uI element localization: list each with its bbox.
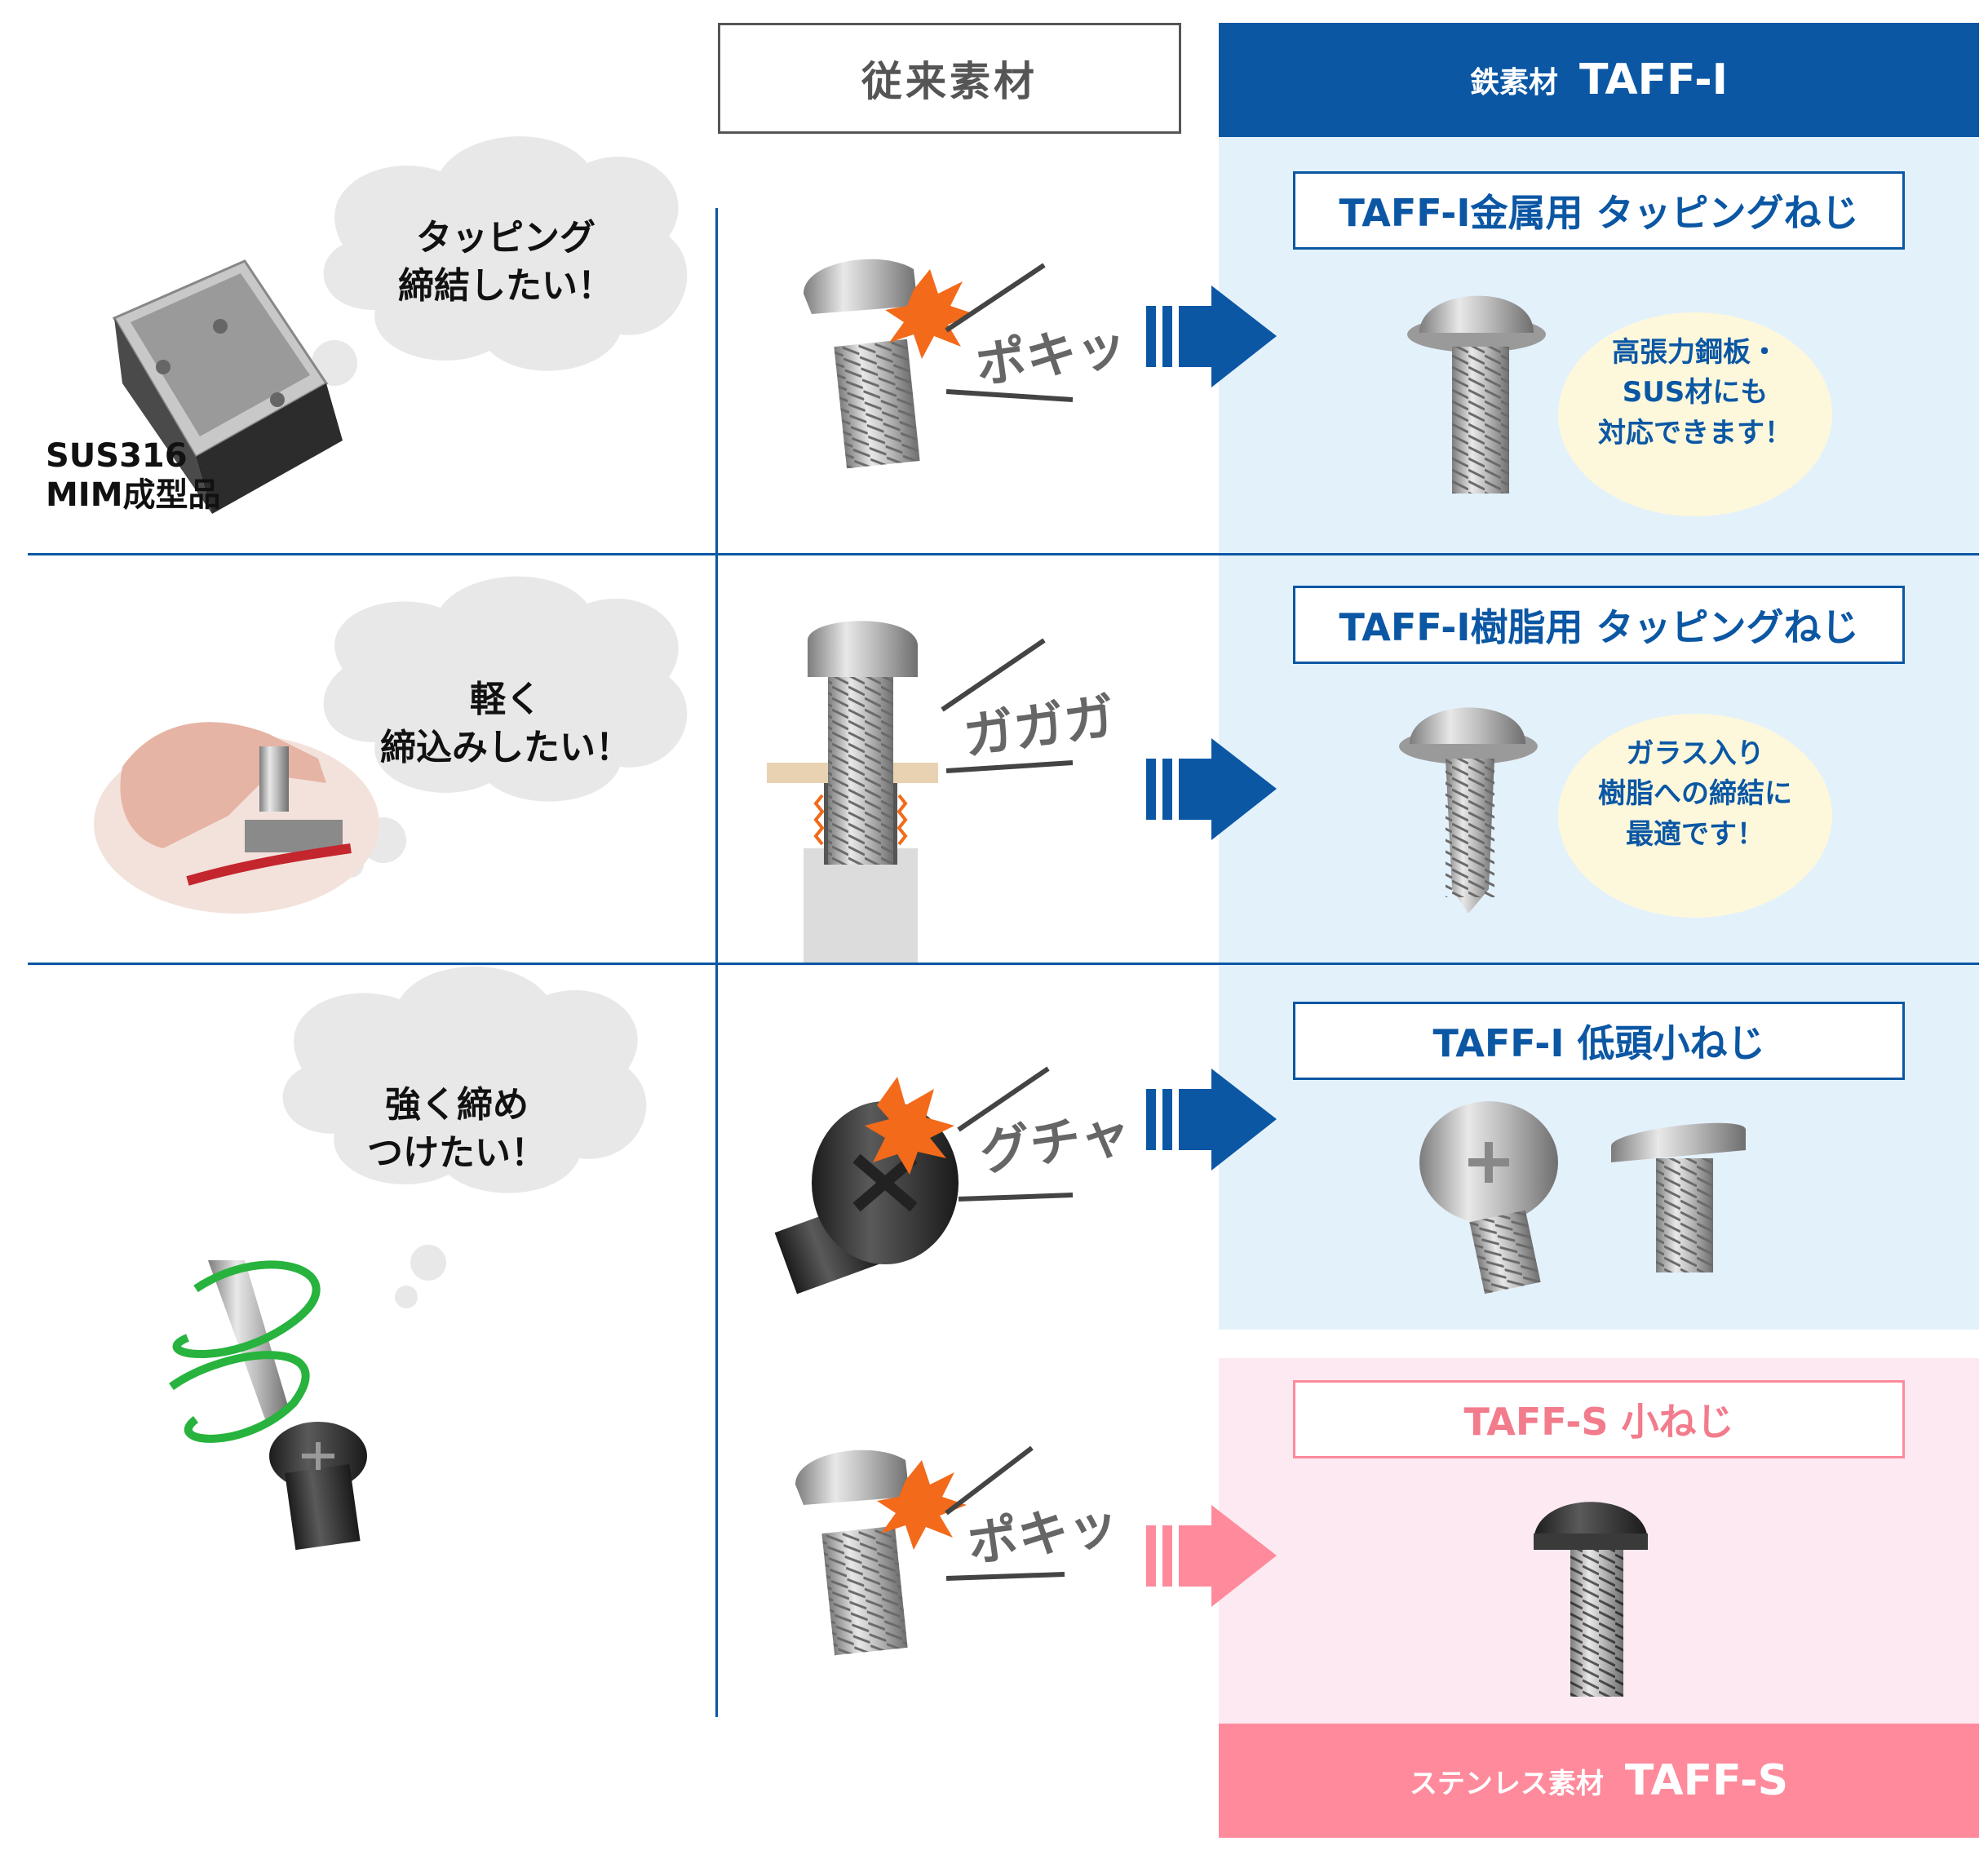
note-2-line-1: ガラス入り — [1626, 737, 1764, 770]
header-taffs-prefix: ステンレス素材 — [1409, 1767, 1604, 1800]
wish-3-line-1: 強く締め — [385, 1084, 529, 1126]
arrow-3 — [1146, 1069, 1277, 1171]
taff1-resin-tapping-screw-image — [1399, 707, 1538, 914]
note-bubble-1 — [1558, 312, 1832, 516]
note-2-line-2: 樹脂への締結に — [1598, 777, 1792, 811]
mim-part-image — [112, 259, 343, 514]
header-conventional-label: 従来素材 — [861, 58, 1038, 105]
thought-cloud-3 — [282, 966, 647, 1308]
wish-2-line-1: 軽く — [470, 679, 542, 720]
rotating-screwdriver-image — [169, 1260, 367, 1551]
sample-label-line-2: MIM成型品 — [46, 476, 221, 514]
note-2: ガラス入り 樹脂への締結に 最適です！ — [1558, 734, 1832, 855]
wish-2-line-2: 締込みしたい！ — [380, 727, 631, 769]
row-divider-1 — [28, 553, 1979, 555]
arrow-1 — [1146, 285, 1277, 387]
row-divider-2 — [28, 963, 1979, 965]
arrow-2 — [1146, 738, 1277, 840]
taff1-metal-tapping-screw-image — [1407, 295, 1546, 493]
header-conventional: 従来素材 — [718, 23, 1181, 134]
arrow-4 — [1146, 1505, 1277, 1607]
product-title-4: TAFF-S 小ねじ — [1293, 1380, 1905, 1458]
sample-label-line-1: SUS316 — [46, 437, 188, 475]
broken-screw-4-image — [795, 1449, 967, 1656]
header-taff1-name: TAFF-Ⅰ — [1578, 55, 1729, 104]
note-bubble-2 — [1558, 714, 1832, 918]
note-1-line-3: 対応できます！ — [1598, 416, 1792, 449]
header-taffs: ステンレス素材 TAFF-S — [1219, 1724, 1979, 1838]
hand-assembly-image — [94, 722, 379, 914]
product-title-1: TAFF-Ⅰ金属用 タッピングねじ — [1293, 171, 1905, 250]
note-1: 高張力鋼板・ SUS材にも 対応できます！ — [1558, 333, 1832, 454]
note-1-line-1: 高張力鋼板・ — [1612, 336, 1778, 369]
stripped-screw-2-image — [767, 621, 938, 963]
sfx-lines — [941, 263, 1074, 1581]
crushed-screw-3-image — [774, 1077, 959, 1295]
taff1-low-head-screw-image — [1419, 1101, 1746, 1295]
wish-2: 軽く 締込みしたい！ — [351, 675, 661, 772]
header-taff1-prefix: 鉄素材 — [1469, 66, 1558, 100]
header-taff1: 鉄素材 TAFF-Ⅰ — [1219, 23, 1979, 137]
note-1-line-2: SUS材にも — [1622, 376, 1769, 409]
taffs-machine-screw-image — [1534, 1502, 1648, 1697]
wish-1: タッピング 締結したい！ — [359, 214, 653, 311]
taff1-panel — [1219, 137, 1979, 1330]
wish-3-line-2: つけたい！ — [367, 1132, 547, 1175]
wish-1-line-2: 締結したい！ — [398, 265, 613, 308]
wish-1-line-1: タッピング — [416, 217, 596, 259]
wish-3: 強く締め つけたい！ — [318, 1081, 596, 1178]
product-title-3: TAFF-Ⅰ 低頭小ねじ — [1293, 1002, 1905, 1080]
broken-screw-1-image — [804, 259, 975, 469]
sample-label: SUS316 MIM成型品 — [46, 436, 221, 515]
note-2-line-3: 最適です！ — [1626, 817, 1764, 851]
product-title-2: TAFF-Ⅰ樹脂用 タッピングねじ — [1293, 586, 1905, 664]
header-taffs-name: TAFF-S — [1624, 1756, 1789, 1805]
